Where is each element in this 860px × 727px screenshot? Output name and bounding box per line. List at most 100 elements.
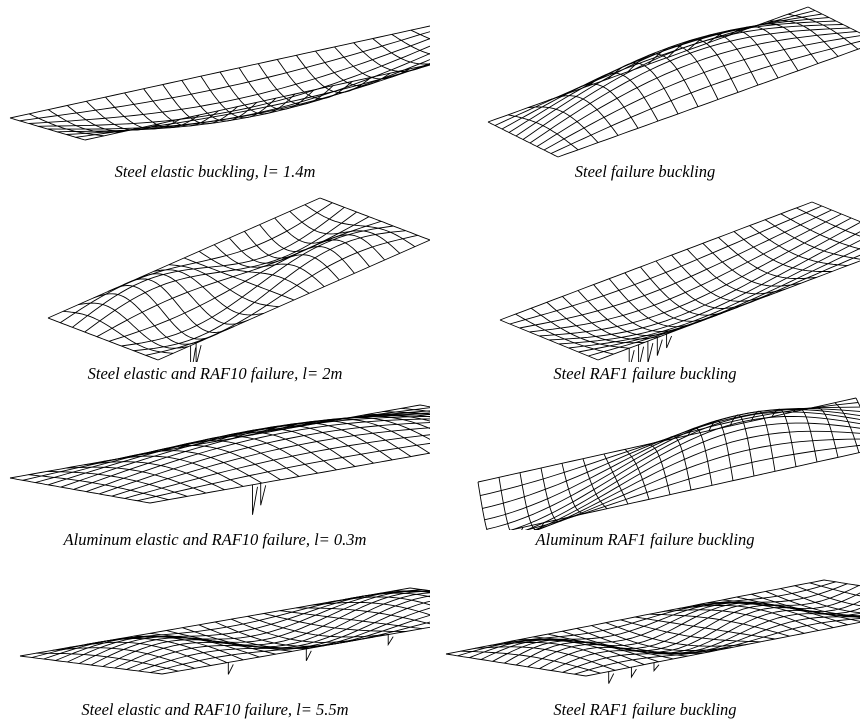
mesh-line-short <box>279 610 423 630</box>
mesh-line-short <box>796 207 860 237</box>
mesh-line-short <box>47 109 124 133</box>
mesh-line-long <box>48 412 430 486</box>
mesh-line-short <box>718 237 817 280</box>
mesh-line-short <box>582 458 608 510</box>
mesh-line-long <box>508 451 860 530</box>
mesh-line-short <box>244 231 355 274</box>
mesh-line-short <box>65 466 207 494</box>
mesh-line-long <box>550 40 860 154</box>
mesh-line-short <box>460 650 601 674</box>
mesh-line-short <box>530 307 630 349</box>
mesh-line-short <box>124 92 200 129</box>
failure-spike <box>638 344 645 362</box>
mesh-surface <box>19 587 430 675</box>
failure-spikes <box>628 334 673 362</box>
failure-spike <box>387 634 394 647</box>
mesh-line-short <box>52 647 195 669</box>
mesh-line-short <box>140 445 281 481</box>
mesh-surface <box>477 397 860 530</box>
mesh-line-short <box>296 607 430 625</box>
mesh-line-short <box>477 481 488 530</box>
mesh-line-short <box>749 225 848 267</box>
mesh-line-short <box>507 114 579 151</box>
panel-aluminum-raf10: Aluminum elastic and RAF10 failure, l= 0… <box>0 390 430 558</box>
mesh-plot-steel-raf1-b <box>445 579 860 684</box>
mesh-line-short <box>200 75 277 119</box>
mesh-line-short <box>213 244 325 288</box>
mesh-line-short <box>702 242 801 287</box>
mesh-line-long <box>484 408 860 521</box>
mesh-line-short <box>445 653 587 677</box>
mesh-line-long <box>66 62 430 135</box>
mesh-line-short <box>353 42 429 72</box>
mesh-line-short <box>751 593 860 617</box>
failure-spike <box>190 345 197 362</box>
panel-steel-raf10-l5.5: Steel elastic and RAF10 failure, l= 5.5m <box>0 558 430 727</box>
mesh-line-short <box>108 285 219 340</box>
mesh-line-short <box>177 435 318 474</box>
mesh-line-short <box>708 420 734 481</box>
mesh-line-long <box>509 205 822 325</box>
mesh-line-short <box>143 88 219 127</box>
mesh-line-short <box>527 106 599 143</box>
mesh-line-short <box>667 39 739 93</box>
failure-spike <box>608 671 615 684</box>
failure-spikes <box>227 634 394 675</box>
mesh-line-short <box>410 29 430 40</box>
mesh-line-short <box>86 100 162 131</box>
mesh-line-short <box>372 38 430 65</box>
mesh-line-short <box>123 278 234 333</box>
mesh-line-short <box>364 413 430 418</box>
panel-steel-raf10-l2: Steel elastic and RAF10 failure, l= 2m <box>0 190 430 390</box>
caption-steel-raf10-l5.5: Steel elastic and RAF10 failure, l= 5.5m <box>81 700 349 719</box>
mesh-line-short <box>561 463 586 514</box>
mesh-line-short <box>105 96 181 130</box>
mesh-line-long <box>55 590 430 661</box>
mesh-line-short <box>393 590 430 592</box>
failure-spike <box>195 343 202 362</box>
mesh-line-short <box>794 585 860 607</box>
mesh-line-short <box>591 625 732 652</box>
mesh-line-short <box>489 641 630 668</box>
mesh-line-short <box>809 582 860 597</box>
mesh-line-short <box>764 219 860 260</box>
mesh-line-short <box>289 210 401 254</box>
mesh-line-short <box>498 477 524 530</box>
mesh-line-short <box>807 6 860 34</box>
failure-spike <box>252 484 258 515</box>
mesh-line-short <box>562 630 703 654</box>
failure-spike <box>260 483 267 506</box>
mesh-line-short <box>780 213 860 250</box>
mesh-line-short <box>257 63 334 105</box>
mesh-line-short <box>499 319 599 361</box>
mesh-line-long <box>482 406 860 509</box>
mesh-line-short <box>377 590 430 595</box>
mesh-line-short <box>181 80 258 122</box>
mesh-line-long <box>486 408 860 530</box>
failure-spike <box>630 667 637 679</box>
mesh-line-short <box>274 217 386 261</box>
mesh-line-short <box>9 477 151 504</box>
mesh-line-short <box>270 420 412 457</box>
mesh-surface <box>9 25 430 141</box>
mesh-line-short <box>47 317 159 361</box>
mesh-line-short <box>747 23 819 64</box>
mesh-line-short <box>391 34 430 55</box>
mesh-line-short <box>84 461 225 491</box>
mesh-line-short <box>603 453 629 505</box>
mesh-line-short <box>540 467 566 522</box>
mesh-line-short <box>183 257 295 301</box>
mesh-line-short <box>624 272 723 322</box>
mesh-line-short <box>707 29 779 79</box>
mesh-line-long <box>510 411 860 530</box>
mesh-line-short <box>727 26 799 72</box>
mesh-line-short <box>593 284 692 332</box>
mesh-line-short <box>678 604 819 631</box>
caption-steel-raf1-failure-b: Steel RAF1 failure buckling <box>553 700 737 719</box>
mesh-line-short <box>666 436 692 491</box>
mesh-line-short <box>252 422 393 461</box>
mesh-line-short <box>19 655 163 675</box>
mesh-line-short <box>9 117 86 141</box>
failure-spike <box>647 341 654 362</box>
